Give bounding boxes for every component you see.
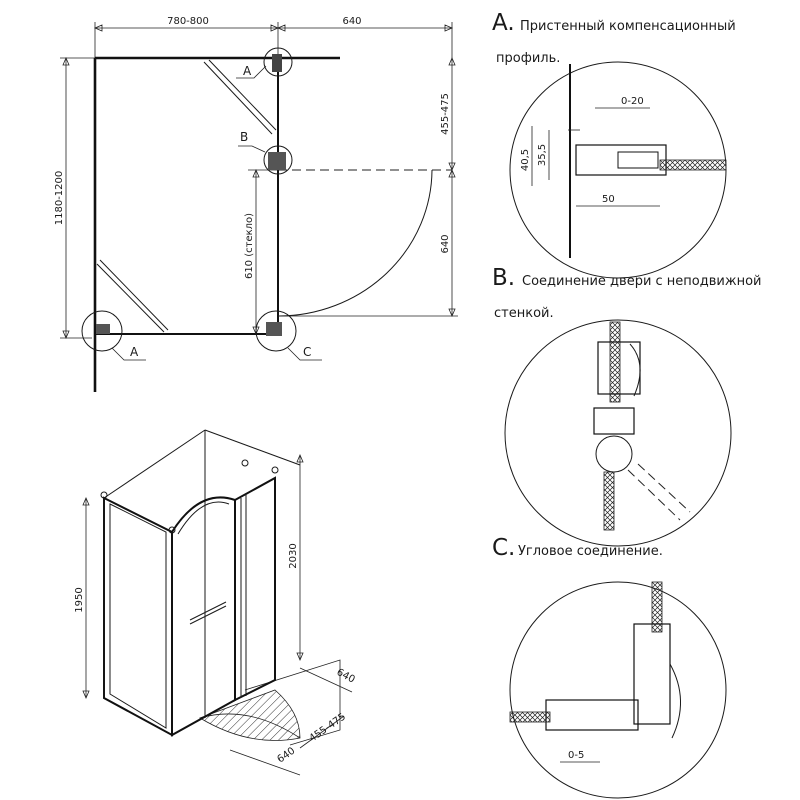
iso-door-handle bbox=[189, 601, 227, 621]
iso-dim-door-height-arrows bbox=[82, 496, 90, 700]
plan-callout-circle-a-top bbox=[263, 47, 293, 77]
iso-dim-depth-right-line bbox=[299, 667, 353, 693]
iso-dim-total-height: 2030 bbox=[288, 543, 299, 568]
iso-dim-depth-right: 640 bbox=[335, 667, 357, 686]
iso-left-panel-glass bbox=[109, 503, 167, 729]
detail-a-dim-gap: 0-20 bbox=[621, 96, 644, 107]
detail-b-door-swing bbox=[627, 469, 681, 521]
plan-callout-circle-b bbox=[263, 145, 293, 175]
iso-dim-comp: 455-475 bbox=[307, 711, 348, 744]
plan-brace-bottom bbox=[96, 263, 165, 333]
detail-a-profile bbox=[575, 144, 667, 176]
detail-b-hinge-pin bbox=[595, 435, 633, 473]
plan-dim-radius: 640 bbox=[440, 234, 451, 253]
plan-leader-c bbox=[287, 347, 322, 361]
detail-a-title-1: Пристенный компенсационный bbox=[520, 19, 736, 34]
detail-c: C. Угловое соединение. 0-5 bbox=[492, 535, 727, 799]
iso-door-arch bbox=[177, 501, 230, 535]
plan-dim-depth-top: 640 bbox=[342, 16, 361, 27]
plan-profile-marker-a2 bbox=[96, 324, 110, 334]
detail-c-corner-profile bbox=[633, 623, 671, 725]
plan-dim-height: 1180-1200 bbox=[54, 171, 65, 226]
iso-top-cap-3 bbox=[241, 459, 249, 467]
detail-c-dim-gap: 0-5 bbox=[568, 750, 584, 761]
detail-c-side-glass bbox=[651, 581, 663, 633]
plan-left-dim-arrows bbox=[62, 56, 70, 340]
iso-wall-top-right bbox=[204, 429, 301, 466]
detail-a-title-2: профиль. bbox=[496, 51, 560, 66]
iso-dim-comp-line bbox=[299, 715, 345, 749]
detail-a-dim-h2: 35,5 bbox=[537, 144, 548, 166]
iso-dim-total-height-arrows bbox=[296, 453, 304, 662]
plan-callout-circle-c bbox=[255, 310, 297, 352]
detail-b-seal bbox=[629, 343, 641, 397]
plan-leader-b bbox=[238, 145, 266, 153]
iso-dim-door-height: 1950 bbox=[74, 587, 85, 612]
detail-c-seal bbox=[669, 663, 681, 739]
iso-top-cap-4 bbox=[271, 466, 279, 474]
detail-b-letter: B. bbox=[492, 265, 515, 291]
iso-right-panel bbox=[234, 476, 276, 702]
plan-profile-marker-b bbox=[268, 152, 286, 170]
detail-b: B. Соединение двери с неподвижной стенко… bbox=[492, 265, 761, 547]
detail-c-letter: C. bbox=[492, 535, 515, 561]
detail-b-fixed-glass bbox=[609, 321, 621, 403]
detail-b-door-swing-2 bbox=[637, 463, 691, 513]
plan-brace-bottom-2 bbox=[99, 259, 169, 331]
iso-wall-top-left bbox=[103, 429, 206, 499]
detail-c-front-glass bbox=[509, 711, 551, 723]
iso-top-cap-1 bbox=[100, 491, 108, 499]
detail-a: A. Пристенный компенсационный профиль. 0… bbox=[492, 10, 736, 279]
plan-leader-a-top bbox=[236, 65, 267, 79]
iso-floor-hatch bbox=[199, 689, 301, 741]
plan-door-arc bbox=[278, 169, 433, 317]
detail-c-circle bbox=[509, 581, 727, 799]
detail-c-title: Угловое соединение. bbox=[518, 544, 663, 559]
plan-brace-top bbox=[208, 59, 277, 131]
isometric-view: 1950 2030 640 455-475 640 bbox=[74, 429, 357, 776]
detail-b-circle bbox=[504, 319, 732, 547]
detail-a-dim-w: 50 bbox=[602, 194, 615, 205]
iso-door-handle-2 bbox=[189, 605, 227, 625]
plan-callout-a-bottom: A bbox=[130, 345, 139, 359]
plan-callout-b: B bbox=[240, 130, 248, 144]
plan-view: 780-800 640 1180-1200 455-475 640 610 (с… bbox=[54, 16, 458, 392]
plan-dim-comp: 455-475 bbox=[440, 93, 451, 135]
plan-callout-circle-a-bottom bbox=[81, 310, 123, 352]
detail-a-letter: A. bbox=[492, 10, 515, 36]
iso-top-cap-2 bbox=[168, 526, 176, 534]
detail-b-title-2: стенкой. bbox=[494, 306, 554, 321]
detail-b-door-glass bbox=[603, 471, 615, 531]
iso-left-panel bbox=[103, 496, 173, 737]
iso-dim-depth-front: 640 bbox=[275, 745, 297, 765]
plan-brace-top-2 bbox=[203, 61, 273, 135]
plan-top-dim-arrows bbox=[93, 24, 454, 32]
plan-callout-a-top: A bbox=[243, 64, 252, 78]
detail-b-title-1: Соединение двери с неподвижной bbox=[522, 274, 761, 289]
plan-callout-c: C bbox=[303, 345, 311, 359]
plan-profile-marker-c bbox=[266, 322, 282, 336]
detail-b-hinge bbox=[593, 407, 635, 435]
iso-door-panel bbox=[171, 496, 236, 737]
iso-floor-arc bbox=[199, 713, 301, 739]
detail-c-front-profile bbox=[545, 699, 639, 731]
detail-a-dim-h1: 40,5 bbox=[520, 149, 531, 171]
plan-dim-width: 780-800 bbox=[167, 16, 209, 27]
plan-profile-marker-a bbox=[272, 54, 282, 72]
plan-dim-glass: 610 (стекло) bbox=[244, 213, 255, 279]
detail-a-profile-inner bbox=[617, 151, 659, 169]
iso-dim-depth-front-line bbox=[229, 749, 301, 776]
detail-a-glass bbox=[659, 159, 727, 171]
plan-leader-a-bottom bbox=[111, 347, 146, 361]
plan-right-dim-arrows bbox=[448, 56, 456, 318]
